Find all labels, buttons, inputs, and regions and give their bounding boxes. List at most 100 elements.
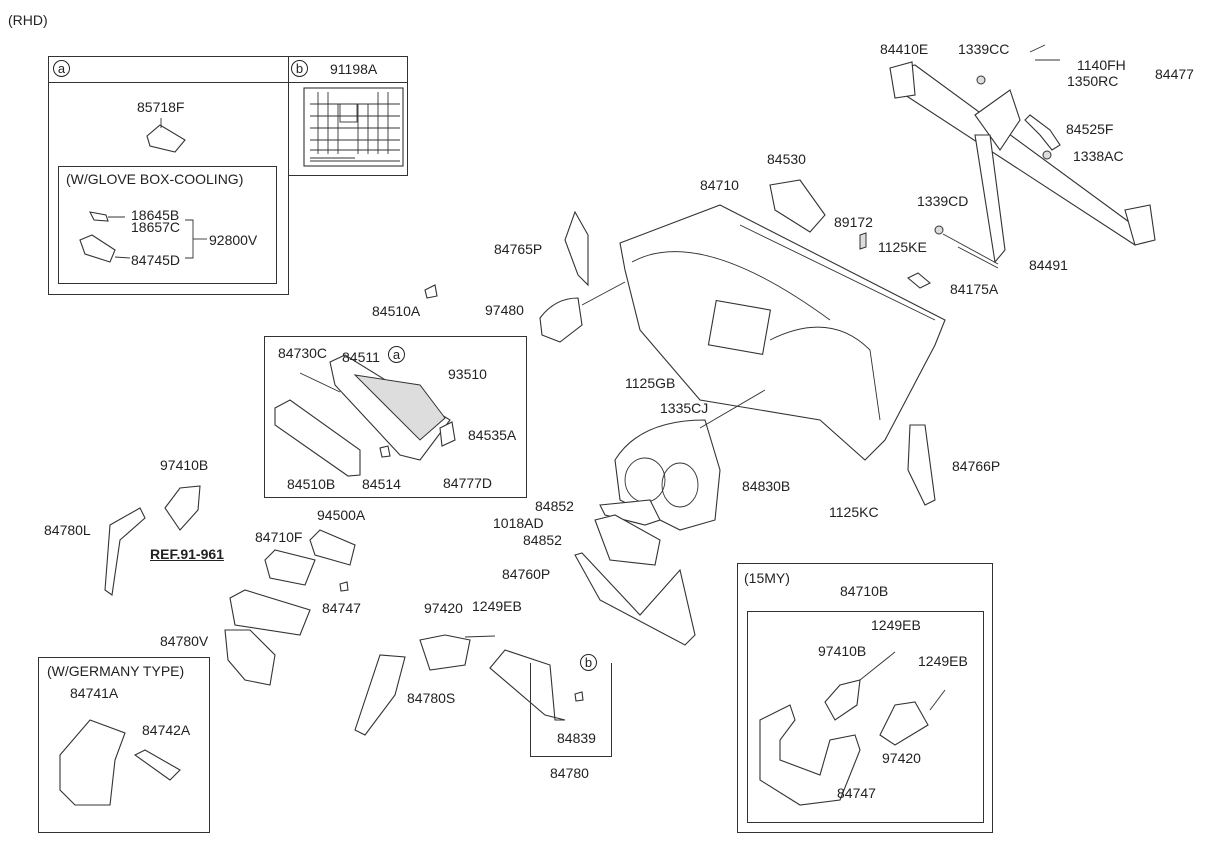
germany-type-box [38, 657, 210, 833]
part-label-91198A[interactable]: 91198A [330, 61, 378, 77]
part-label-84765P[interactable]: 84765P [494, 241, 543, 257]
center-vent-shape [164, 485, 201, 531]
part-label-1125KE[interactable]: 1125KE [878, 239, 927, 255]
lamp-lens-shape [146, 124, 186, 153]
part-label-85718F[interactable]: 85718F [137, 99, 185, 115]
part-label-84852-lower[interactable]: 84852 [523, 532, 562, 548]
part-label-1140FH[interactable]: 1140FH [1077, 57, 1126, 73]
glove-box-shape [274, 284, 456, 477]
audio-unit-shape [229, 589, 311, 636]
part-label-1125KC[interactable]: 1125KC [829, 504, 879, 520]
part-label-97480[interactable]: 97480 [485, 302, 524, 318]
glove-box-cooling-title: (W/GLOVE BOX-COOLING) [66, 171, 244, 187]
part-label-84491[interactable]: 84491 [1029, 257, 1068, 273]
variant-label: (RHD) [8, 12, 48, 28]
part-label-84535A[interactable]: 84535A [468, 427, 517, 443]
part-label-1249EB-a[interactable]: 1249EB [871, 617, 921, 633]
part-label-84730C[interactable]: 84730C [278, 345, 328, 361]
my15-inner-box [747, 611, 984, 823]
part-label-84175A[interactable]: 84175A [950, 281, 999, 297]
part-label-18645B[interactable]: 18645B [131, 207, 180, 223]
part-label-84780S[interactable]: 84780S [407, 690, 456, 706]
glove-box-cooling-box [58, 166, 277, 284]
part-label-1335CJ[interactable]: 1335CJ [660, 400, 709, 416]
part-label-92800V[interactable]: 92800V [209, 232, 258, 248]
part-label-89172[interactable]: 89172 [834, 214, 873, 230]
part-label-84741A[interactable]: 84741A [70, 685, 119, 701]
vent-shape [419, 634, 471, 671]
part-label-84747[interactable]: 84747 [322, 600, 361, 616]
part-label-97420-15my[interactable]: 97420 [882, 750, 921, 766]
garnish-left-shape [104, 507, 146, 596]
my15-fascia-shape [759, 704, 861, 806]
part-label-94500A[interactable]: 94500A [317, 507, 366, 523]
part-label-1339CD[interactable]: 1339CD [917, 193, 969, 209]
part-label-1249EB-b[interactable]: 1249EB [918, 653, 968, 669]
my15-title: (15MY) [744, 570, 790, 586]
part-label-84760P[interactable]: 84760P [502, 566, 551, 582]
fascia-shape [224, 629, 276, 686]
part-label-84742A[interactable]: 84742A [142, 722, 191, 738]
lower-cover-shape [489, 649, 566, 721]
lower-assembly-bracket [530, 663, 612, 757]
part-label-1350RC[interactable]: 1350RC [1067, 73, 1119, 89]
ref-link-91-961[interactable]: REF.91-961 [150, 546, 224, 562]
bulb-shape [89, 211, 109, 222]
shroud-upper-shape [599, 499, 661, 526]
part-label-84745D[interactable]: 84745D [131, 252, 181, 268]
part-label-84710F[interactable]: 84710F [255, 529, 303, 545]
part-label-84780V[interactable]: 84780V [160, 633, 209, 649]
garnish-shape [354, 654, 406, 736]
part-label-84766P[interactable]: 84766P [952, 458, 1001, 474]
part-label-84777D[interactable]: 84777D [443, 475, 493, 491]
part-label-84780[interactable]: 84780 [550, 765, 589, 781]
part-label-1338AC[interactable]: 1338AC [1073, 148, 1124, 164]
lamp-housing-shape [79, 234, 116, 263]
part-label-1018AD[interactable]: 1018AD [493, 515, 544, 531]
lower-panel-shape [574, 552, 696, 646]
part-label-84514[interactable]: 84514 [362, 476, 401, 492]
airbag-shape [769, 179, 826, 233]
part-label-84710B[interactable]: 84710B [840, 583, 889, 599]
part-label-84780L[interactable]: 84780L [44, 522, 91, 538]
inset-a-header-divider [48, 82, 408, 83]
glove-box-assembly-box [264, 336, 527, 498]
center-panel-shape [264, 549, 316, 586]
marker-b-lower: b [580, 654, 597, 671]
part-label-1339CC[interactable]: 1339CC [958, 41, 1010, 57]
my15-vent-b-shape [879, 701, 929, 746]
part-label-93510[interactable]: 93510 [448, 366, 487, 382]
part-label-84839[interactable]: 84839 [557, 730, 596, 746]
part-label-84710[interactable]: 84710 [700, 177, 739, 193]
part-label-18657C[interactable]: 18657C [131, 219, 181, 235]
part-label-84525F[interactable]: 84525F [1066, 121, 1114, 137]
part-label-84747-15my[interactable]: 84747 [837, 785, 876, 801]
label-grid-shape [310, 92, 400, 162]
part-label-84510B[interactable]: 84510B [287, 476, 336, 492]
my15-vent-a-shape [824, 679, 861, 721]
part-label-84530[interactable]: 84530 [767, 151, 806, 167]
shroud-lower-shape [594, 514, 661, 566]
crash-pad-shape [619, 204, 946, 461]
part-label-1249EB[interactable]: 1249EB [472, 598, 522, 614]
marker-a-glovebox: a [388, 346, 405, 363]
part-label-84477[interactable]: 84477 [1155, 66, 1194, 82]
module-shape [309, 529, 356, 566]
germany-tray-shape [133, 749, 181, 781]
my15-box [737, 563, 993, 833]
germany-type-title: (W/GERMANY TYPE) [47, 663, 185, 679]
part-label-97420[interactable]: 97420 [424, 600, 463, 616]
part-label-84410E[interactable]: 84410E [880, 41, 929, 57]
part-label-84852-upper[interactable]: 84852 [535, 498, 574, 514]
part-label-97410B[interactable]: 97410B [160, 457, 209, 473]
part-label-84511[interactable]: 84511 [342, 349, 380, 365]
part-label-97410B-15my[interactable]: 97410B [818, 643, 867, 659]
side-cover-right-shape [907, 424, 936, 506]
part-label-84510A[interactable]: 84510A [372, 303, 421, 319]
marker-a: a [53, 60, 70, 77]
part-label-84830B[interactable]: 84830B [742, 478, 791, 494]
marker-b: b [291, 60, 308, 77]
germany-fascia-shape [59, 719, 126, 806]
part-label-1125GB[interactable]: 1125GB [625, 375, 676, 391]
crossmember-shape [889, 44, 1156, 289]
